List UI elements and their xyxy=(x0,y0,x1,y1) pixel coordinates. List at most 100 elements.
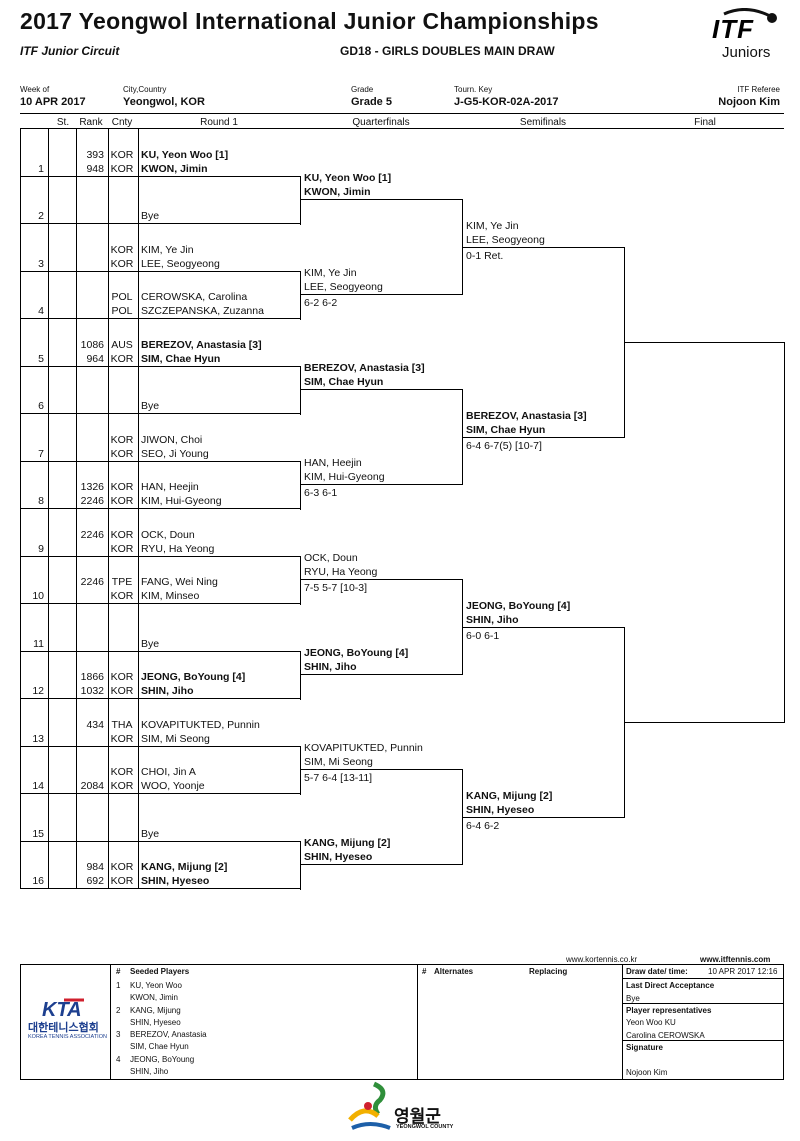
sf-slot-line xyxy=(462,247,624,248)
referee-value: Nojoon Kim xyxy=(718,96,780,108)
qf-player-name: KOVAPITUKTED, Punnin xyxy=(304,742,423,754)
player-country: KOR xyxy=(110,149,134,161)
qf-player-name: KU, Yeon Woo [1] xyxy=(304,172,392,184)
player-rank: 2246 xyxy=(80,576,104,588)
seed-player: KANG, Mijung xyxy=(130,1006,181,1015)
seed-player: JEONG, BoYoung xyxy=(130,1055,195,1064)
round1-slot-line xyxy=(20,556,300,557)
draw-position: 5 xyxy=(38,353,44,365)
sf-player-name: SHIN, Jiho xyxy=(466,614,519,626)
player-rank: 964 xyxy=(86,353,104,365)
tourn-key-label: Tourn. Key xyxy=(454,85,493,94)
sf-player-name: BEREZOV, Anastasia [3] xyxy=(466,410,587,422)
player-name: SEO, Ji Young xyxy=(141,448,209,460)
qf-slot-line xyxy=(300,769,462,770)
sf-player-name: LEE, Seogyeong xyxy=(466,234,545,246)
sf-slot-line xyxy=(462,817,624,818)
qf-score: 7-5 5-7 [10-3] xyxy=(304,582,368,594)
qf-player-name: JEONG, BoYoung [4] xyxy=(304,647,409,659)
col-cnty: Cnty xyxy=(111,117,133,128)
player-country: KOR xyxy=(110,685,134,697)
column-header-divider xyxy=(20,128,784,129)
qf-slot-line xyxy=(300,294,462,295)
sf-score: 0-1 Ret. xyxy=(466,250,504,262)
player-country: KOR xyxy=(110,875,134,887)
player-name: CHOI, Jin A xyxy=(141,766,196,778)
player-name: KU, Yeon Woo [1] xyxy=(141,149,229,161)
player-name: KIM, Hui-Gyeong xyxy=(141,495,222,507)
player-rank: 434 xyxy=(86,719,104,731)
bracket-connector xyxy=(300,841,301,890)
sf-player-name: KANG, Mijung [2] xyxy=(466,790,553,802)
player-name: CEROWSKA, Carolina xyxy=(141,291,248,303)
seeded-hash: # xyxy=(116,967,121,976)
draw-date-value: 10 APR 2017 12:16 xyxy=(708,967,778,976)
qf-slot-line xyxy=(300,864,462,865)
qf-player-name: KIM, Ye Jin xyxy=(304,267,357,279)
draw-position: 13 xyxy=(32,733,44,745)
sf-score: 6-4 6-7(5) [10-7] xyxy=(466,440,542,452)
player-country: KOR xyxy=(110,481,134,493)
website-kortennis[interactable]: www.kortennis.co.kr xyxy=(566,955,638,964)
seed-number: 3 xyxy=(116,1030,121,1039)
bye-slot: Bye xyxy=(141,400,160,412)
round1-slot-line xyxy=(20,508,300,509)
player-name: BEREZOV, Anastasia [3] xyxy=(141,339,262,351)
player-country: KOR xyxy=(110,780,134,792)
qf-player-name: LEE, Seogyeong xyxy=(304,281,383,293)
seed-number: 4 xyxy=(116,1055,121,1064)
player-name: SHIN, Jiho xyxy=(141,685,194,697)
player-country: KOR xyxy=(110,861,134,873)
player-name: JEONG, BoYoung [4] xyxy=(141,671,246,683)
col-semifinals: Semifinals xyxy=(519,117,567,128)
player-country: THA xyxy=(111,719,133,731)
draw-position: 12 xyxy=(32,685,44,697)
sf-slot-line xyxy=(462,437,624,438)
round1-slot-line xyxy=(20,841,300,842)
kta-english-name: KOREA TENNIS ASSOCIATION xyxy=(28,1034,107,1040)
website-itftennis[interactable]: www.itftennis.com xyxy=(700,955,771,964)
player-rank: 2246 xyxy=(80,495,104,507)
replacing-title: Replacing xyxy=(529,967,568,976)
seed-number: 2 xyxy=(116,1006,121,1015)
lda-value: Bye xyxy=(626,994,640,1003)
player-name: KWON, Jimin xyxy=(141,163,208,175)
kta-logo: KTA 대한테니스협회 KOREA TENNIS ASSOCIATION xyxy=(24,996,108,1046)
qf-player-name: SHIN, Hyeseo xyxy=(304,851,373,863)
player-rank: 984 xyxy=(86,861,104,873)
round1-slot-line xyxy=(20,223,300,224)
itf-juniors-logo: ITF Juniors xyxy=(706,8,786,62)
round1-slot-line xyxy=(20,746,300,747)
qf-player-name: BEREZOV, Anastasia [3] xyxy=(304,362,425,374)
player-name: RYU, Ha Yeong xyxy=(141,543,215,555)
player-country: TPE xyxy=(111,576,133,588)
player-rank: 1032 xyxy=(80,685,104,697)
bracket-connector xyxy=(300,746,301,795)
player-rank: 948 xyxy=(86,163,104,175)
draw-position: 9 xyxy=(38,543,44,555)
sf-player-name: SIM, Chae Hyun xyxy=(466,424,546,436)
bye-slot: Bye xyxy=(141,828,160,840)
player-country: KOR xyxy=(110,495,134,507)
player-name: SIM, Chae Hyun xyxy=(141,353,221,365)
alternates-title: Alternates xyxy=(434,967,474,976)
qf-slot-line xyxy=(300,484,462,485)
seed-player: KU, Yeon Woo xyxy=(130,981,182,990)
qf-score: 6-3 6-1 xyxy=(304,487,338,499)
tournament-title: 2017 Yeongwol International Junior Champ… xyxy=(20,8,599,34)
player-country: KOR xyxy=(110,353,134,365)
player-country: KOR xyxy=(110,244,134,256)
round1-slot-line xyxy=(20,603,300,604)
round1-slot-line xyxy=(20,271,300,272)
draw-position: 8 xyxy=(38,495,44,507)
player-name: KOVAPITUKTED, Punnin xyxy=(141,719,260,731)
player-country: AUS xyxy=(111,339,133,351)
tourn-key-value: J-G5-KOR-02A-2017 xyxy=(454,96,559,108)
player-name: KANG, Mijung [2] xyxy=(141,861,228,873)
player-country: KOR xyxy=(110,733,134,745)
seeded-players-title: Seeded Players xyxy=(130,967,190,976)
draw-position: 1 xyxy=(38,163,44,175)
round1-slot-line xyxy=(20,413,300,414)
bracket-connector xyxy=(300,366,301,415)
qf-player-name: RYU, Ha Yeong xyxy=(304,566,378,578)
